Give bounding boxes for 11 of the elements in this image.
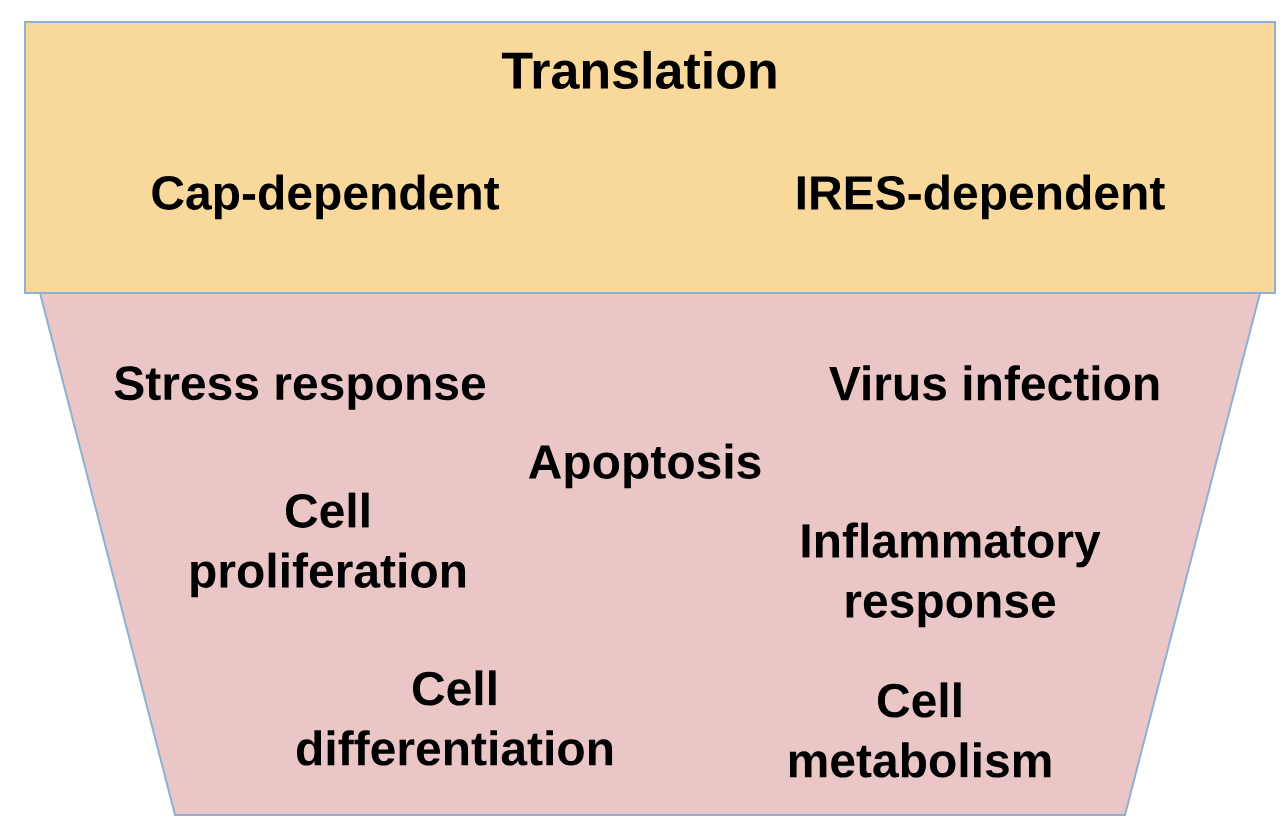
label: Cell proliferation: [191, 492, 466, 598]
label: Cell differentiation: [297, 670, 613, 766]
label: Apoptosis: [528, 443, 761, 489]
label: Inflammatory response: [802, 522, 1101, 628]
heading: Translation: [501, 50, 776, 90]
label: Virus infection: [829, 365, 1159, 401]
label: IRES-dependent: [797, 174, 1165, 220]
translation-box: [24, 21, 1276, 294]
label: Stress response: [114, 366, 486, 410]
label: Cap-dependent: [152, 174, 500, 220]
label: Cell metabolism: [789, 682, 1051, 778]
